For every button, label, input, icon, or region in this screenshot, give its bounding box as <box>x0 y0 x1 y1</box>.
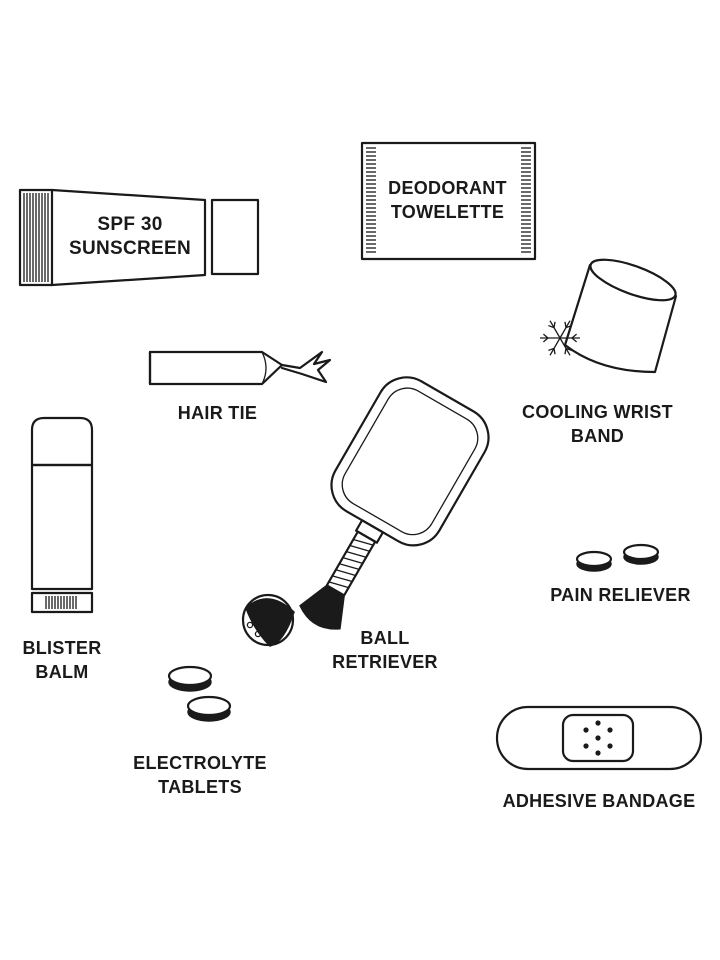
hair-tie-label: HAIR TIE <box>177 403 258 423</box>
towelette-packet-icon <box>360 141 537 261</box>
balm-stick-icon <box>30 416 94 614</box>
sunscreen-tube-icon <box>18 188 260 287</box>
snowflake-icon <box>540 320 580 356</box>
bandage-label: ADHESIVE BANDAGE <box>502 791 696 811</box>
hair-tie-icon <box>148 350 332 386</box>
pills-icon <box>575 543 660 572</box>
paddle-retriever-icon <box>241 376 490 647</box>
tablets-icon <box>167 665 232 722</box>
pain-reliever-label: PAIN RELIEVER <box>550 585 691 605</box>
wrist-band-icon <box>540 258 678 374</box>
bandage-icon <box>495 705 703 771</box>
